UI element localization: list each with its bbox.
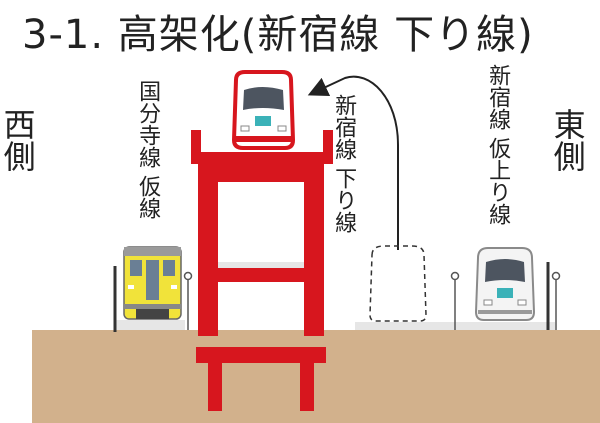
move-arrow [307, 75, 399, 250]
elevated-structure [191, 130, 333, 411]
west-platform [115, 320, 185, 330]
west-side-label: 西側 [0, 108, 37, 172]
kokubunji-line-label: 国分寺線 仮線 [135, 80, 161, 219]
ground [32, 330, 600, 423]
shinjuku-down-train [231, 70, 296, 150]
shinjuku-up-train [474, 247, 536, 321]
west-signal [183, 271, 193, 330]
east-signal-1 [450, 271, 460, 330]
kokubunji-train [123, 246, 182, 320]
page-title: 3-1. 高架化(新宿線 下り線) [22, 12, 534, 58]
shinjuku-up-label: 新宿線 仮上り線 [485, 64, 511, 225]
shinjuku-down-label: 新宿線 下り線 [331, 94, 357, 233]
former-track-outline [369, 245, 427, 322]
east-side-label: 東側 [548, 108, 587, 172]
east-signal-2 [551, 271, 561, 330]
